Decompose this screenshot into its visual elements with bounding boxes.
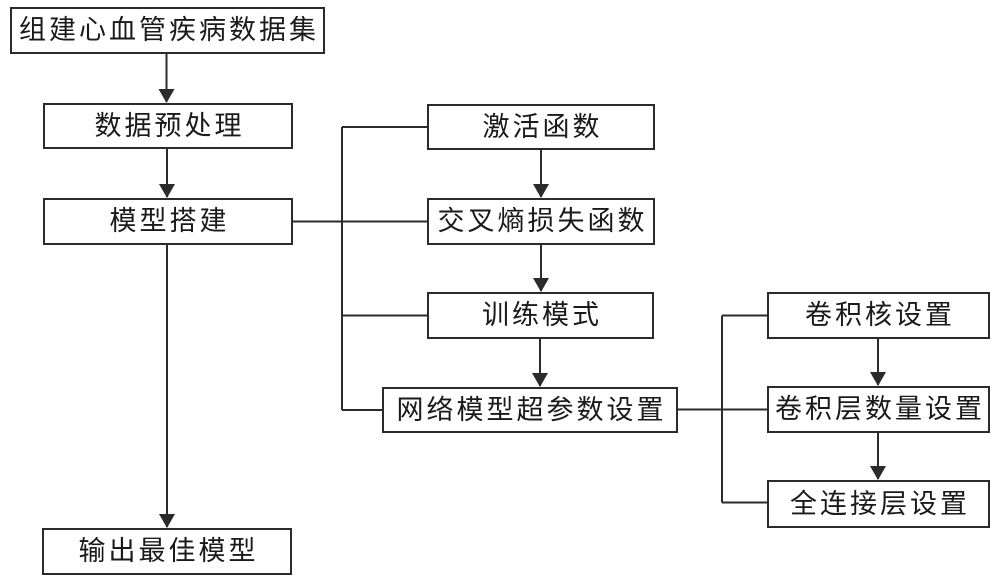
node-activation-function: 激活函数 [427, 104, 655, 150]
node-preprocess: 数据预处理 [43, 103, 293, 149]
node-label: 卷积层数量设置 [775, 394, 985, 424]
node-hyperparameter-settings: 网络模型超参数设置 [382, 387, 678, 433]
node-cross-entropy-loss: 交叉熵损失函数 [427, 198, 655, 245]
node-label: 网络模型超参数设置 [396, 394, 667, 425]
node-label: 卷积核设置 [805, 300, 955, 330]
node-label: 模型搭建 [109, 206, 230, 236]
node-label: 交叉熵损失函数 [437, 206, 648, 236]
node-output-model: 输出最佳模型 [42, 528, 292, 575]
node-model-build: 模型搭建 [43, 198, 293, 245]
node-label: 训练模式 [482, 300, 602, 330]
node-conv-kernel-settings: 卷积核设置 [767, 292, 990, 339]
node-label: 激活函数 [482, 111, 603, 142]
node-training-mode: 训练模式 [427, 292, 654, 339]
node-label: 数据预处理 [94, 110, 245, 141]
node-label: 输出最佳模型 [78, 536, 259, 566]
node-label: 全连接层设置 [790, 488, 970, 519]
node-fully-connected-layer-settings: 全连接层设置 [767, 480, 990, 528]
node-build-dataset: 组建心血管疾病数据集 [10, 7, 325, 54]
node-label: 组建心血管疾病数据集 [19, 15, 319, 45]
node-conv-layer-count-settings: 卷积层数量设置 [767, 386, 990, 433]
